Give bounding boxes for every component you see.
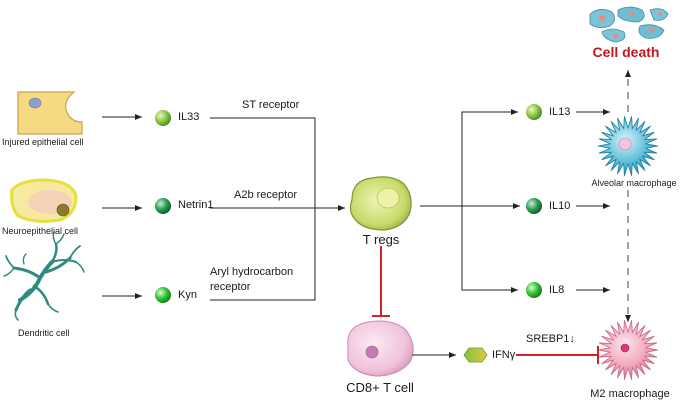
netrin1-ball (155, 198, 171, 214)
il13-ball (526, 104, 542, 120)
label-neuroepithelial-cell: Neuroepithelial cell (2, 226, 79, 236)
label-alveolar-macrophage: Alveolar macrophage (591, 178, 677, 188)
label-st-receptor: ST receptor (242, 99, 300, 111)
label-netrin1: Netrin1 (178, 199, 214, 211)
treg-cell (349, 176, 412, 231)
label-m2-macrophage: M2 macrophage (590, 388, 670, 400)
label-kyn: Kyn (178, 289, 197, 301)
dead-cell-fragments (589, 6, 669, 43)
label-cell-death: Cell death (592, 44, 660, 60)
label-srebp1: SREBP1↓ (526, 333, 575, 345)
dendritic-cell (3, 231, 85, 321)
il8-ball (526, 282, 542, 298)
il10-ball (526, 198, 542, 214)
label-il10: IL10 (549, 200, 571, 212)
ifn-gamma-hexagon (463, 347, 488, 363)
label-cd8-t-cell: CD8+ T cell (346, 380, 414, 395)
il33-ball (155, 110, 171, 126)
kyn-ball (155, 287, 171, 303)
cd8-t-cell (347, 320, 414, 377)
arrow-treg-to-il8 (461, 206, 518, 293)
label-aryl-receptor-line1: Aryl hydrocarbon (210, 266, 294, 278)
m2-nucleus (620, 343, 630, 353)
injured-epithelial-cell (17, 91, 83, 135)
receptor-bracket (210, 117, 316, 301)
label-a2b-receptor: A2b receptor (234, 189, 297, 201)
label-tregs: T regs (362, 232, 400, 247)
alveolar-macrophage (597, 116, 659, 176)
label-il8: IL8 (549, 284, 565, 296)
arrow-treg-to-il13 (461, 109, 518, 206)
m2-macrophage (597, 320, 659, 380)
label-dendritic-cell: Dendritic cell (18, 328, 70, 338)
alveolar-nucleus (618, 137, 632, 151)
label-il33: IL33 (178, 111, 200, 123)
label-aryl-receptor-line2: receptor (210, 281, 251, 293)
label-ifn-gamma: IFNγ (492, 349, 516, 361)
neuroepithelial-cell (10, 178, 78, 223)
label-injured-epithelial-cell: Injured epithelial cell (2, 137, 84, 147)
label-il13: IL13 (549, 106, 571, 118)
